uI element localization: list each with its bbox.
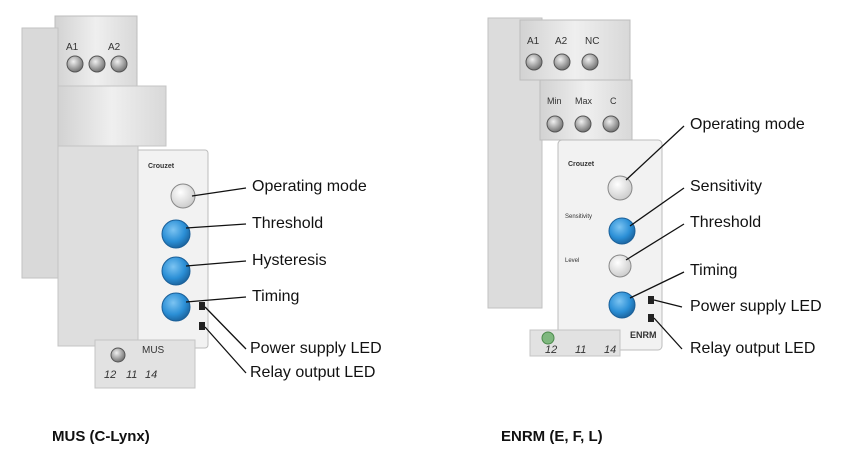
enrm-terminal-label: NC bbox=[585, 36, 599, 47]
enrm-mode-dial bbox=[607, 175, 633, 201]
leader-line bbox=[204, 306, 247, 350]
enrm-callout-relay-output-led: Relay output LED bbox=[690, 340, 816, 357]
enrm-power-led bbox=[648, 296, 654, 304]
enrm-sensitivity-dial bbox=[608, 217, 636, 245]
mus-power-led bbox=[199, 302, 205, 310]
screw-icon bbox=[581, 53, 599, 71]
enrm-terminal-label: 11 bbox=[575, 344, 586, 356]
mus-terminal-label: A1 bbox=[66, 42, 79, 53]
leader-line bbox=[653, 317, 683, 350]
mus-side-rail bbox=[21, 27, 59, 279]
enrm-model-label: ENRM bbox=[630, 330, 657, 340]
enrm-brand-logo: Crouzet bbox=[568, 161, 595, 168]
enrm-threshold-dial bbox=[608, 254, 632, 278]
mus-body-side bbox=[57, 145, 139, 347]
screw-icon bbox=[525, 53, 543, 71]
screw-icon bbox=[553, 53, 571, 71]
enrm-relay-device: A1 A2 NC Min Max C Crouzet Sensitivity L… bbox=[487, 17, 663, 357]
enrm-terminal-label: A1 bbox=[527, 36, 540, 47]
mus-hysteresis-dial bbox=[161, 256, 191, 286]
enrm-leader-lines bbox=[625, 125, 685, 350]
mus-terminal-label: 11 bbox=[126, 369, 137, 381]
leader-line bbox=[653, 299, 683, 308]
mus-mid-housing bbox=[57, 85, 167, 147]
leader-line bbox=[185, 296, 247, 303]
leader-line bbox=[625, 223, 685, 261]
enrm-terminal-label: Max bbox=[575, 96, 593, 106]
mus-bottom-terminal-block bbox=[94, 339, 196, 389]
mus-callout-timing: Timing bbox=[252, 288, 300, 305]
enrm-top-terminal-block bbox=[519, 19, 631, 81]
leader-line bbox=[204, 326, 247, 374]
enrm-terminal-label: C bbox=[610, 96, 617, 106]
enrm-caption: ENRM (E, F, L) bbox=[501, 428, 603, 445]
mus-callout-operating-mode: Operating mode bbox=[252, 178, 367, 195]
screw-icon bbox=[602, 115, 620, 133]
mus-leader-lines bbox=[185, 187, 247, 374]
enrm-terminal-label: Min bbox=[547, 96, 562, 106]
mus-timing-dial bbox=[161, 292, 191, 322]
screw-icon bbox=[110, 55, 128, 73]
enrm-callout-timing: Timing bbox=[690, 262, 738, 279]
mus-relay-device: A1 A2 Crouzet MUS 12 11 14 bbox=[21, 15, 209, 389]
mus-terminal-label: 14 bbox=[145, 369, 157, 381]
screw-icon bbox=[66, 55, 84, 73]
enrm-dial-label: Sensitivity bbox=[565, 214, 592, 220]
screw-icon bbox=[110, 347, 126, 363]
mus-brand-logo: Crouzet bbox=[148, 163, 175, 170]
mus-callout-threshold: Threshold bbox=[252, 215, 324, 232]
mus-callout-power-supply-led: Power supply LED bbox=[250, 340, 382, 357]
enrm-relay-led bbox=[648, 314, 654, 322]
enrm-terminal-label: 12 bbox=[545, 344, 557, 356]
mus-threshold-dial bbox=[161, 219, 191, 249]
mus-callout-hysteresis: Hysteresis bbox=[252, 252, 327, 269]
mus-mode-dial bbox=[170, 183, 196, 209]
screw-icon bbox=[88, 55, 106, 73]
mus-relay-led bbox=[199, 322, 205, 330]
leader-line bbox=[629, 187, 685, 227]
mus-top-screws bbox=[66, 55, 128, 73]
leader-line bbox=[191, 187, 247, 197]
mus-callout-relay-output-led: Relay output LED bbox=[250, 364, 376, 381]
enrm-front-panel bbox=[557, 139, 663, 351]
enrm-callout-threshold: Threshold bbox=[690, 214, 762, 231]
leader-line bbox=[185, 260, 247, 267]
leader-line bbox=[625, 125, 685, 181]
leader-line bbox=[185, 223, 247, 229]
mus-top-terminal-block bbox=[54, 15, 138, 87]
enrm-callout-power-supply-led: Power supply LED bbox=[690, 298, 822, 315]
mus-terminal-label: A2 bbox=[108, 42, 121, 53]
enrm-terminal-label: A2 bbox=[555, 36, 568, 47]
screw-icon bbox=[574, 115, 592, 133]
enrm-timing-dial bbox=[608, 291, 636, 319]
leader-line bbox=[629, 271, 685, 299]
enrm-dial-label: Level bbox=[565, 258, 579, 264]
enrm-callout-operating-mode: Operating mode bbox=[690, 116, 805, 133]
enrm-callout-sensitivity: Sensitivity bbox=[690, 178, 763, 195]
screw-icon bbox=[546, 115, 564, 133]
mus-caption: MUS (C-Lynx) bbox=[52, 428, 150, 445]
screw-icon bbox=[541, 331, 555, 345]
mus-model-label: MUS bbox=[142, 345, 165, 356]
mus-terminal-label: 12 bbox=[104, 369, 116, 381]
enrm-terminal-label: 14 bbox=[604, 344, 616, 356]
